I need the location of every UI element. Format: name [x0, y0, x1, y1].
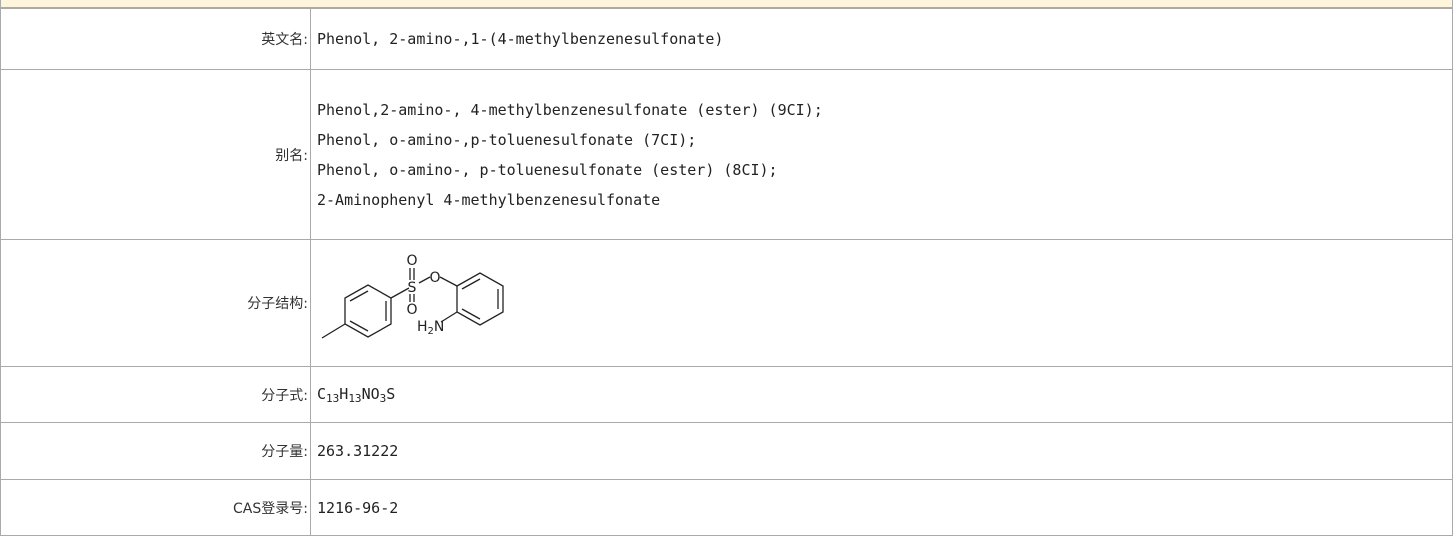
row-weight: 分子量: 263.31222	[0, 422, 1453, 480]
synonym-item: 2-Aminophenyl 4-methylbenzenesulfonate	[317, 190, 661, 209]
formula-h: H	[339, 384, 349, 403]
weight-label: 分子量:	[0, 422, 311, 480]
english-name-value: Phenol, 2-amino-,1-(4-methylbenzenesulfo…	[310, 8, 1453, 70]
row-cas: CAS登录号: 1216-96-2	[0, 479, 1453, 536]
synonym-item: Phenol, o-amino-, p-toluenesulfonate (es…	[317, 160, 778, 179]
formula-no: NO	[361, 384, 380, 403]
row-formula: 分子式: C13H13NO3S	[0, 366, 1453, 423]
formula-o-count: 3	[379, 391, 387, 405]
cas-label: CAS登录号:	[0, 479, 311, 536]
row-english-name: 英文名: Phenol, 2-amino-,1-(4-methylbenzene…	[0, 8, 1453, 70]
structure-label: 分子结构:	[0, 239, 311, 367]
atom-oxygen-top: O	[406, 253, 417, 269]
formula-label: 分子式:	[0, 366, 311, 423]
synonyms-values: Phenol,2-amino-, 4-methylbenzenesulfonat…	[310, 69, 1453, 240]
formula-c: C	[317, 384, 327, 403]
formula-s: S	[386, 384, 396, 403]
atom-sulfur: S	[408, 280, 417, 296]
compound-info-table: 英文名: Phenol, 2-amino-,1-(4-methylbenzene…	[0, 8, 1453, 536]
weight-value: 263.31222	[310, 422, 1453, 480]
atom-amine-label: H2N	[417, 319, 444, 337]
formula-h-count: 13	[348, 391, 362, 405]
amine-n: N	[434, 319, 444, 335]
formula-value: C13H13NO3S	[310, 366, 1453, 423]
structure-cell: O S O O H2N	[310, 239, 1453, 367]
english-name-label: 英文名:	[0, 8, 311, 70]
atom-oxygen-link: O	[429, 270, 440, 286]
atom-oxygen-bottom: O	[406, 302, 417, 318]
synonym-item: Phenol, o-amino-,p-toluenesulfonate (7CI…	[317, 130, 697, 149]
row-structure: 分子结构:	[0, 239, 1453, 367]
synonym-item: Phenol,2-amino-, 4-methylbenzenesulfonat…	[317, 100, 823, 119]
amine-subscript: 2	[428, 326, 434, 337]
synonyms-label: 别名:	[0, 69, 311, 240]
formula-c-count: 13	[326, 391, 340, 405]
molecular-structure-image: O S O O H2N	[321, 253, 504, 339]
amine-h: H	[417, 319, 428, 335]
row-synonyms: 别名: Phenol,2-amino-, 4-methylbenzenesulf…	[0, 69, 1453, 240]
section-header-bar	[0, 0, 1453, 8]
cas-value: 1216-96-2	[310, 479, 1453, 536]
